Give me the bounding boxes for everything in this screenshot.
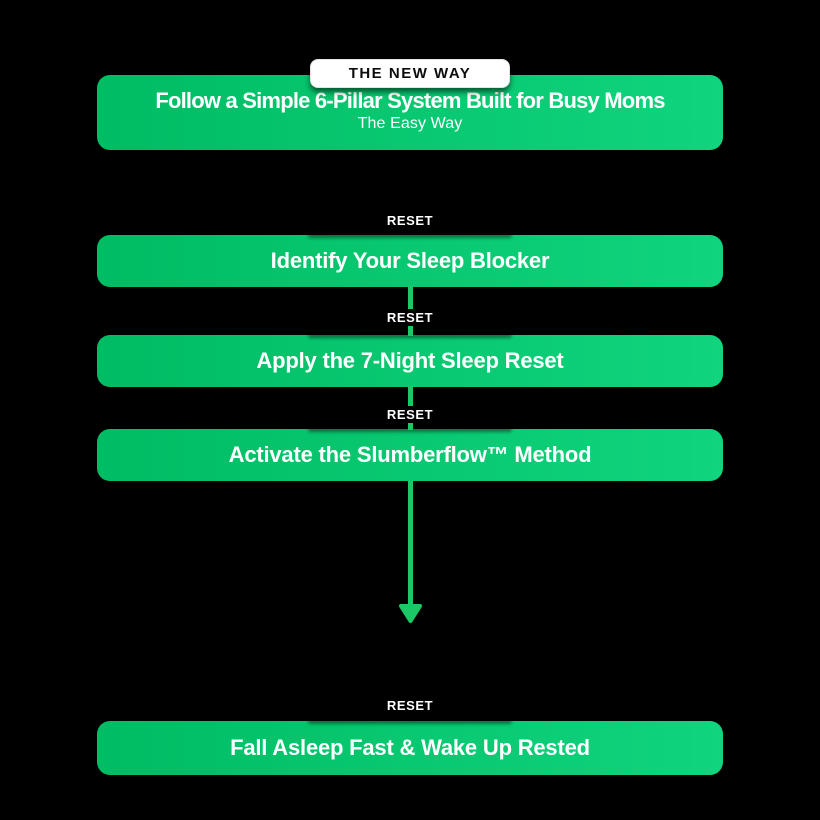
flow-arrow-line — [408, 481, 413, 609]
new-way-badge-label: THE NEW WAY — [348, 65, 472, 82]
step-4-label: Fall Asleep Fast & Wake Up Rested — [230, 735, 590, 760]
header-title: Follow a Simple 6-Pillar System Built fo… — [155, 88, 665, 113]
step-2-bar: Apply the 7-Night Sleep Reset — [97, 335, 723, 387]
step-3-label: Activate the Slumberflow™ Method — [228, 442, 592, 467]
bar-top-shadow — [308, 235, 512, 238]
step-1-label: Identify Your Sleep Blocker — [270, 248, 550, 273]
step-1-bar: Identify Your Sleep Blocker — [97, 235, 723, 287]
step-4-reset-caption-text: RESET — [377, 697, 443, 714]
flow-arrow-head-icon — [399, 604, 422, 623]
bar-top-shadow — [308, 429, 512, 432]
step-3-reset-caption-text: RESET — [377, 406, 443, 423]
step-2-label: Apply the 7-Night Sleep Reset — [256, 348, 564, 373]
header-subtitle: The Easy Way — [357, 115, 463, 133]
bar-top-shadow — [308, 335, 512, 338]
step-4-bar: Fall Asleep Fast & Wake Up Rested — [97, 721, 723, 775]
bar-top-shadow — [308, 721, 512, 724]
step-3-bar: Activate the Slumberflow™ Method — [97, 429, 723, 481]
step-3-reset-caption: RESET — [0, 406, 820, 423]
new-way-badge: THE NEW WAY — [310, 59, 510, 88]
step-1-reset-caption-text: RESET — [377, 212, 443, 229]
step-1-reset-caption: RESET — [0, 212, 820, 229]
step-2-reset-caption: RESET — [0, 309, 820, 326]
step-4-reset-caption: RESET — [0, 697, 820, 714]
step-2-reset-caption-text: RESET — [377, 309, 443, 326]
